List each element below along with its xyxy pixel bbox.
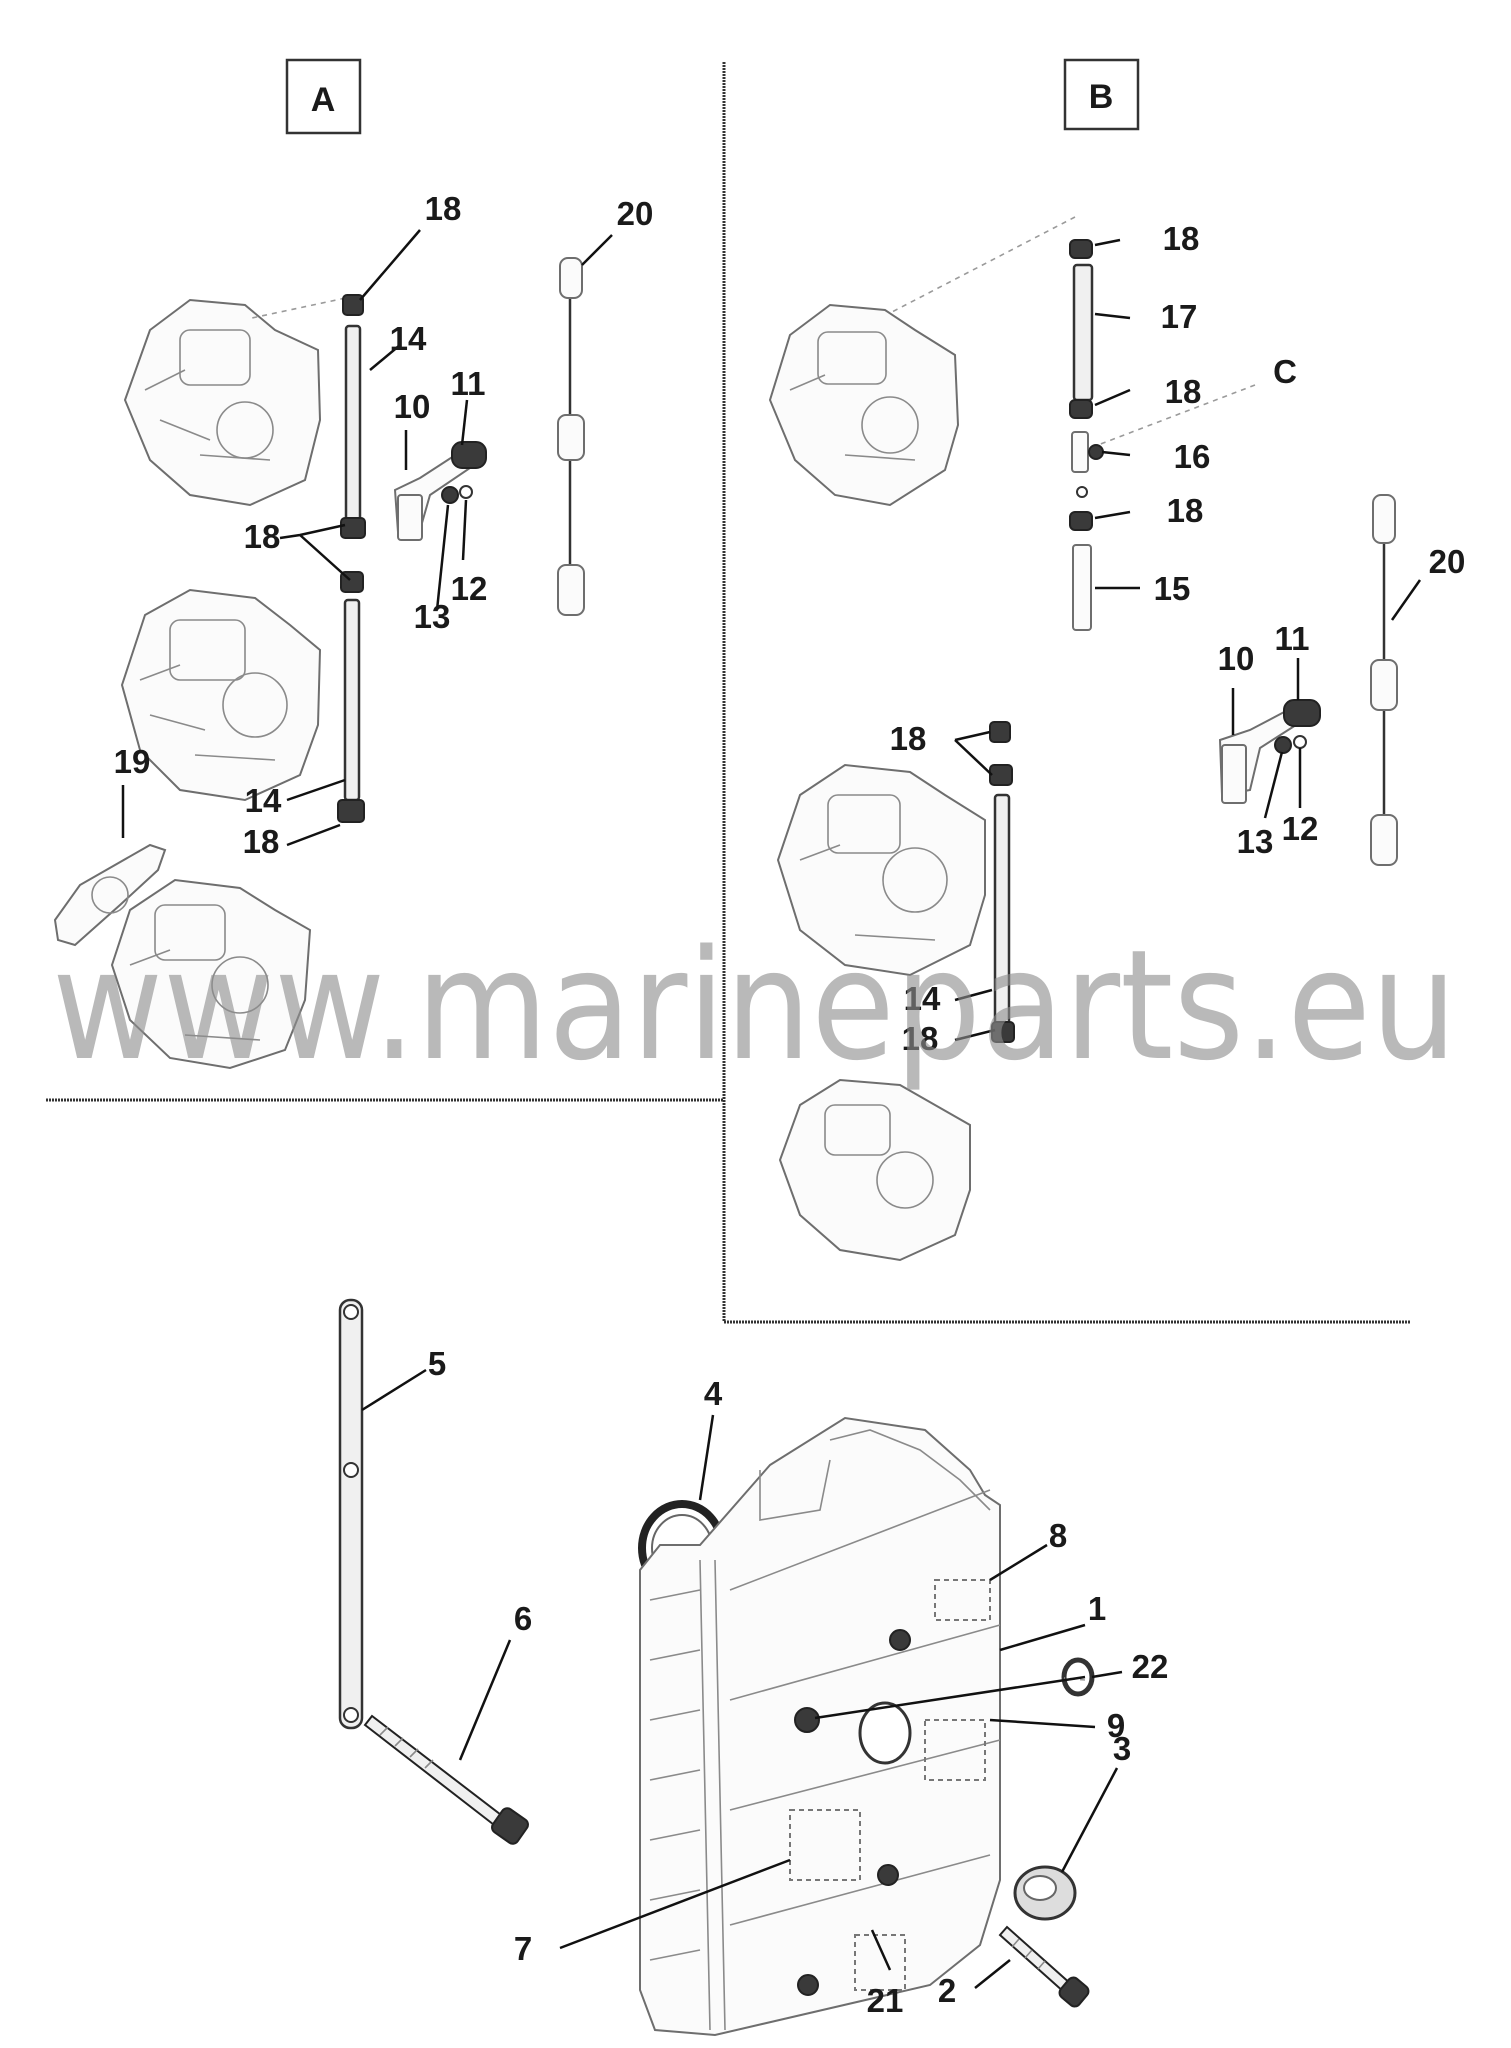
section-a-label: A <box>311 81 336 119</box>
section-b-carburetor-upper <box>768 303 960 507</box>
callout-b-16: 16 <box>1174 438 1211 475</box>
callout-b-14: 14 <box>904 980 941 1017</box>
callout-a-12: 12 <box>451 570 488 607</box>
section-a-adjuster-rod <box>557 257 585 616</box>
callout-5: 5 <box>428 1345 446 1382</box>
callout-b-18-d: 18 <box>890 720 927 757</box>
section-b-label: B <box>1089 78 1114 116</box>
callout-a-20: 20 <box>617 195 654 232</box>
callout-22: 22 <box>1132 1648 1169 1685</box>
long-bolt <box>363 1714 529 1845</box>
callout-a-18-bottom: 18 <box>243 823 280 860</box>
section-a-leaders <box>121 229 613 847</box>
callout-a-18-middle: 18 <box>244 518 281 555</box>
detail-c-label: C <box>1273 353 1297 390</box>
section-a-dashed-guide <box>251 295 356 319</box>
section-b-carburetor-lower <box>778 1078 971 1262</box>
callout-b-17: 17 <box>1161 298 1198 335</box>
section-a-carburetor-upper <box>123 298 322 507</box>
main-callouts: 5 6 4 8 1 22 9 3 7 2 21 <box>428 1345 1169 2019</box>
callout-b-18-c: 18 <box>1167 492 1204 529</box>
main-leaders <box>361 1368 1123 1989</box>
section-a-carburetor-middle <box>120 588 322 802</box>
callout-a-14-bottom: 14 <box>245 782 282 819</box>
callout-8: 8 <box>1049 1517 1067 1554</box>
callout-b-15: 15 <box>1154 570 1191 607</box>
callout-b-10: 10 <box>1218 640 1255 677</box>
callout-b-18-b: 18 <box>1165 373 1202 410</box>
section-b-callouts: 18 17 18 16 18 15 20 10 11 13 12 18 14 1… <box>890 220 1466 1057</box>
air-silencer-housing <box>639 1416 1001 2037</box>
callout-1: 1 <box>1088 1590 1106 1627</box>
callout-6: 6 <box>514 1600 532 1637</box>
watermark-text: www.marineparts.eu <box>52 917 1457 1094</box>
callout-2: 2 <box>938 1972 956 2009</box>
callout-a-19: 19 <box>114 743 151 780</box>
section-b-dashed-guide <box>889 216 1076 314</box>
section-b-link-rod <box>989 721 1015 1043</box>
callout-b-18-e: 18 <box>902 1020 939 1057</box>
section-a-link-rod-lower <box>337 571 365 823</box>
callout-21: 21 <box>867 1982 904 2019</box>
callout-a-11: 11 <box>451 365 486 402</box>
section-dividers <box>46 62 1410 1324</box>
section-a-callouts: 18 14 10 11 18 13 12 20 19 14 18 <box>114 190 654 860</box>
cap-plug <box>1013 1865 1077 1921</box>
section-a-carburetor-lower <box>110 878 312 1070</box>
section-a-link-rod-upper <box>340 294 366 539</box>
callout-a-13: 13 <box>414 598 451 635</box>
callout-b-11: 11 <box>1275 620 1310 657</box>
callout-b-20: 20 <box>1429 543 1466 580</box>
section-b-leaders <box>954 238 1422 1042</box>
section-b-label-box: B <box>1063 58 1140 131</box>
callout-b-12: 12 <box>1282 810 1319 847</box>
section-b-carburetor-middle <box>776 763 986 977</box>
callout-a-14-top: 14 <box>390 320 427 357</box>
callout-7: 7 <box>514 1930 532 1967</box>
section-a-lever-assembly <box>393 441 487 541</box>
callout-9: 9 <box>1107 1707 1125 1744</box>
section-b-link-stack <box>1069 239 1104 631</box>
section-a-gasket <box>53 843 167 947</box>
callout-b-18-a: 18 <box>1163 220 1200 257</box>
throttle-link-arm <box>338 1298 364 1730</box>
callout-b-13: 13 <box>1237 823 1274 860</box>
short-screw <box>998 1925 1090 2008</box>
callout-4: 4 <box>704 1375 723 1412</box>
callout-a-18-top: 18 <box>425 190 462 227</box>
callout-a-10: 10 <box>394 388 431 425</box>
section-b-adjuster-rod <box>1370 494 1398 866</box>
section-a-label-box: A <box>285 58 362 135</box>
callout-3: 3 <box>1113 1730 1131 1767</box>
section-b-lever-assembly <box>1218 699 1321 804</box>
